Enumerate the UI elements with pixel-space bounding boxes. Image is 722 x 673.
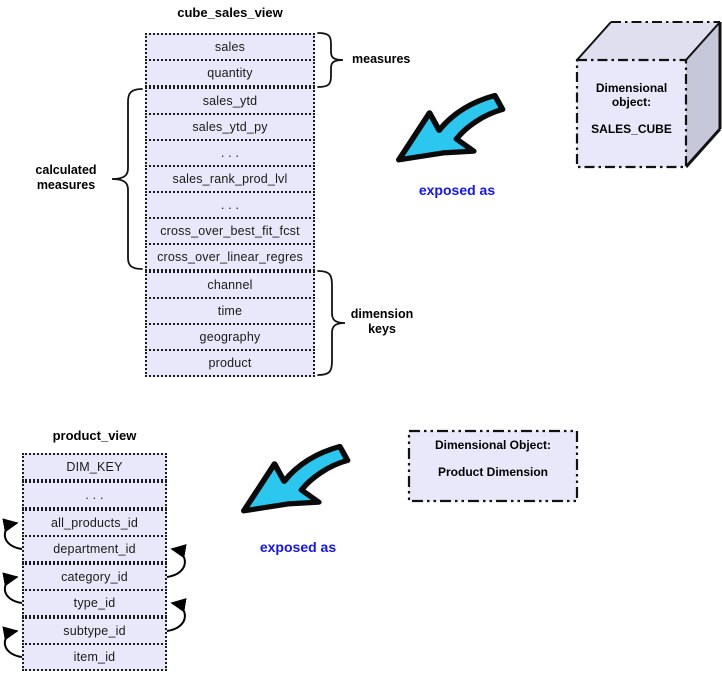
- table-row: product: [145, 349, 315, 377]
- exposed-as-label: exposed as: [418, 182, 496, 198]
- measures-label: measures: [352, 52, 411, 66]
- dimensional-object-label: Dimensional Object:: [434, 438, 552, 452]
- exposed-as-arrow-icon: [399, 95, 503, 159]
- dimension-keys-brace: [317, 270, 346, 376]
- exposed-as-label: exposed as: [259, 539, 337, 555]
- table-row: sales: [145, 33, 315, 61]
- join-arrow-category-to-dept: [166, 544, 187, 578]
- table-row: . . .: [145, 191, 315, 219]
- table-row: channel: [145, 271, 315, 299]
- table-row: cross_over_linear_regres: [145, 243, 315, 271]
- join-arrow-subtype-to-type: [166, 598, 187, 632]
- dimensional-object-label: Dimensional object:: [595, 81, 668, 110]
- table-row: cross_over_best_fit_fcst: [145, 217, 315, 245]
- join-arrow-type-to-category: [2, 572, 23, 604]
- table-row: type_id: [22, 589, 167, 617]
- cube-sales-view-title: cube_sales_view: [177, 5, 283, 20]
- product-dimension-box: [407, 429, 579, 503]
- table-row: sales_rank_prod_lvl: [145, 165, 315, 193]
- table-row: DIM_KEY: [22, 453, 167, 481]
- table-row: quantity: [145, 59, 315, 87]
- cube-sales-view-table: sales quantity sales_ytd sales_ytd_py . …: [145, 33, 315, 377]
- table-row: sales_ytd: [145, 87, 315, 115]
- measures-brace: [317, 32, 344, 88]
- table-row: . . .: [22, 481, 167, 509]
- table-row: all_products_id: [22, 509, 167, 537]
- join-arrow-dept-to-allproducts: [2, 518, 23, 550]
- calculated-measures-label: calculated measures: [35, 163, 97, 193]
- dimensional-object-name: Product Dimension: [437, 465, 548, 480]
- dimension-keys-label: dimension keys: [350, 307, 414, 337]
- table-row: category_id: [22, 563, 167, 591]
- table-row: time: [145, 297, 315, 325]
- table-row: . . .: [145, 139, 315, 167]
- calculated-measures-brace: [111, 88, 143, 270]
- product-view-table: DIM_KEY . . . all_products_id department…: [22, 453, 167, 671]
- product-dimension-text: Dimensional Object: Product Dimension: [411, 438, 575, 479]
- table-row: item_id: [22, 643, 167, 671]
- table-row: department_id: [22, 535, 167, 563]
- sales-cube-3d: [575, 21, 722, 169]
- dimensional-object-name: SALES_CUBE: [591, 122, 672, 137]
- product-view-title: product_view: [52, 428, 137, 443]
- hierarchy-self-join-arrows: [2, 518, 187, 658]
- sales-cube-text: Dimensional object: SALES_CUBE: [579, 81, 684, 136]
- table-row: sales_ytd_py: [145, 113, 315, 141]
- table-row: geography: [145, 323, 315, 351]
- table-row: subtype_id: [22, 617, 167, 645]
- join-arrow-item-to-subtype: [2, 626, 23, 658]
- exposed-as-arrow-icon: [244, 446, 348, 510]
